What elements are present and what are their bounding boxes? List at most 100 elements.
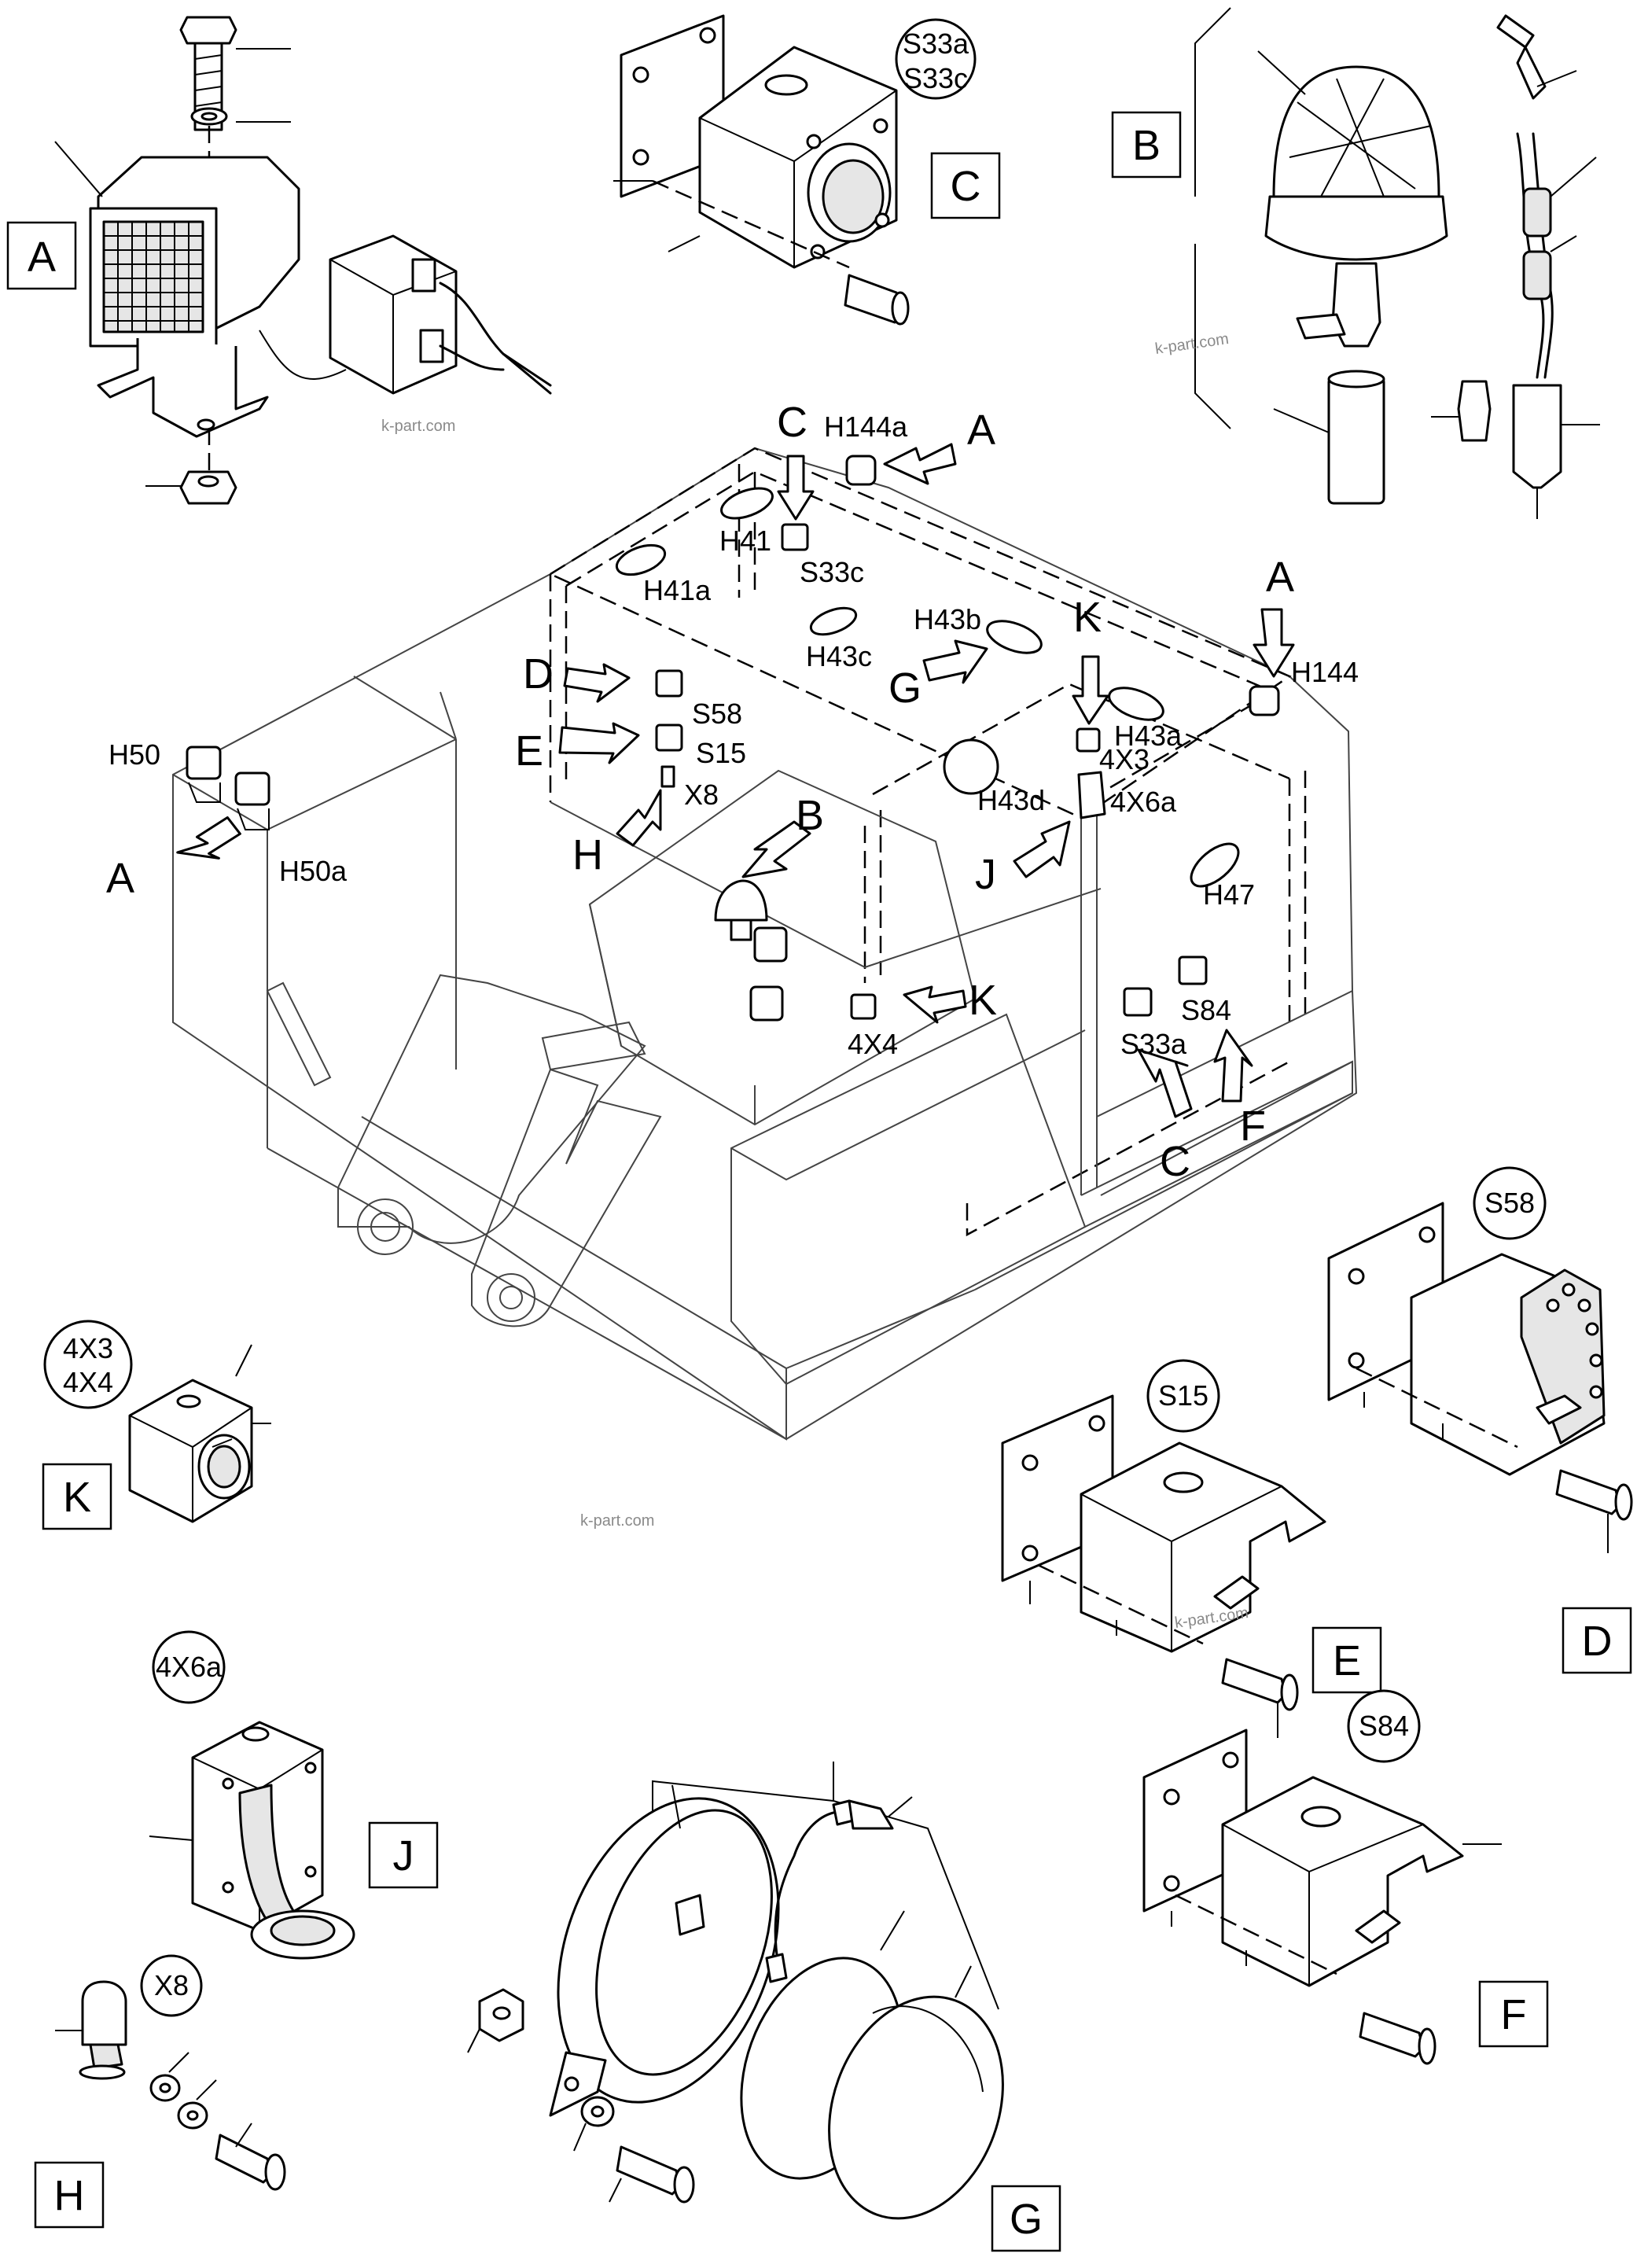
detail-g-label: G <box>1010 2196 1043 2243</box>
label-h50a: H50a <box>279 855 348 887</box>
badge-h: X8 <box>154 1969 189 2001</box>
4x3-socket <box>1076 727 1101 753</box>
lamp-housing <box>89 156 300 348</box>
pointer-e: E <box>515 727 543 775</box>
arrow-b <box>741 820 811 878</box>
arrow-g <box>922 639 988 684</box>
detail-j-label: J <box>393 1832 414 1880</box>
pointer-h: H <box>572 831 603 878</box>
label-4x6a: 4X6a <box>1110 786 1177 818</box>
badge-c-circle <box>895 18 977 100</box>
detail-j-label-box <box>368 1821 439 1889</box>
arrow-k1 <box>1072 655 1109 725</box>
badge-k-line1: 4X3 <box>63 1332 113 1364</box>
badge-k-line2: 4X4 <box>63 1366 113 1398</box>
badge-f: S84 <box>1359 1710 1409 1742</box>
detail-d-label-box <box>1562 1607 1632 1674</box>
detail-h-label: H <box>54 2172 85 2219</box>
beacon-on-cab <box>714 879 768 941</box>
detail-h-socket-x8 <box>55 1980 286 2191</box>
detail-d-label: D <box>1582 1618 1613 1665</box>
arrow-k2 <box>903 985 967 1024</box>
detail-c-switch <box>613 14 910 326</box>
arrow-e <box>558 722 640 764</box>
arrow-f <box>1213 1029 1253 1103</box>
pointer-j: J <box>975 851 996 898</box>
badge-f-circle <box>1347 1689 1421 1763</box>
s15-switch <box>655 723 683 752</box>
badge-c-line2: S33c <box>903 62 968 94</box>
4x4-socket <box>850 993 877 1020</box>
arrow-c1 <box>777 455 815 521</box>
pointer-b: B <box>796 792 824 839</box>
watermark: k-part.com <box>381 418 455 435</box>
screw-f <box>1359 2012 1425 2058</box>
arrow-j <box>1013 820 1071 878</box>
pointer-g: G <box>888 665 922 712</box>
detail-e-switch-s15 <box>1001 1394 1326 1738</box>
screw-d <box>1555 1469 1621 1515</box>
screw-h <box>215 2134 273 2184</box>
h41a-light <box>615 543 667 576</box>
detail-b-label-box <box>1111 111 1182 179</box>
detail-e-label-box <box>1311 1626 1382 1694</box>
detail-k-socket <box>128 1344 271 1523</box>
main-assembly <box>172 443 1358 1441</box>
badge-h-circle <box>140 1954 203 2017</box>
detail-c-label: C <box>951 163 981 210</box>
label-4x4: 4X4 <box>848 1028 898 1060</box>
pointer-c1: C <box>777 399 807 446</box>
detail-g-label-box <box>991 2185 1061 2252</box>
label-h41a: H41a <box>643 574 712 606</box>
label-h43b: H43b <box>914 603 981 635</box>
h50a-lamp <box>234 771 270 830</box>
label-s58: S58 <box>692 698 742 730</box>
detail-a-label-box <box>6 221 77 290</box>
pointer-d: D <box>523 650 554 698</box>
x8-socket <box>660 765 675 788</box>
label-h41: H41 <box>719 525 771 557</box>
badge-d-circle <box>1473 1166 1547 1240</box>
detail-b-beacon: k-part.com <box>1154 7 1600 519</box>
watermark-main: k-part.com <box>580 1512 654 1530</box>
badge-e: S15 <box>1158 1379 1208 1412</box>
s33c-switch <box>781 523 809 551</box>
h144a-lamp <box>845 455 877 486</box>
lamp-bracket <box>97 338 269 438</box>
badge-e-circle <box>1146 1359 1220 1433</box>
arrow-c2 <box>1137 1048 1193 1118</box>
detail-j-socket <box>149 1721 355 1960</box>
pointer-a1: A <box>106 855 134 902</box>
label-s33c: S33c <box>800 556 864 588</box>
badge-j-circle <box>152 1630 226 1704</box>
s33a-switch <box>1123 987 1153 1017</box>
pointer-f: F <box>1240 1103 1266 1150</box>
label-h144: H144 <box>1291 656 1359 688</box>
label-s15: S15 <box>696 737 746 769</box>
label-s84: S84 <box>1181 994 1231 1026</box>
detail-e-label: E <box>1333 1637 1361 1684</box>
4x6a-socket <box>1077 771 1106 819</box>
badge-j: 4X6a <box>156 1651 223 1683</box>
pointer-a2: A <box>967 407 995 454</box>
detail-a-label: A <box>28 234 56 281</box>
h41-light <box>720 487 774 520</box>
detail-h-label-box <box>34 2161 105 2229</box>
s84-switch <box>1178 955 1208 985</box>
h43c-light <box>809 606 858 636</box>
detail-k-label: K <box>63 1474 91 1521</box>
h43d-horn <box>943 738 999 795</box>
detail-f-label-box <box>1478 1980 1549 2048</box>
pointer-k2: K <box>969 977 997 1024</box>
h43a-light <box>1108 687 1164 721</box>
label-h47: H47 <box>1203 878 1255 911</box>
badge-k-circle <box>43 1320 133 1409</box>
screw-g <box>616 2145 682 2196</box>
detail-b-label: B <box>1132 122 1161 169</box>
h50-lamp <box>186 746 222 803</box>
badge-c-line1: S33a <box>903 28 969 60</box>
label-4x3: 4X3 <box>1099 743 1150 775</box>
label-h144a: H144a <box>824 411 908 443</box>
detail-c-label-box <box>930 152 1001 219</box>
h43b-light <box>986 620 1043 654</box>
